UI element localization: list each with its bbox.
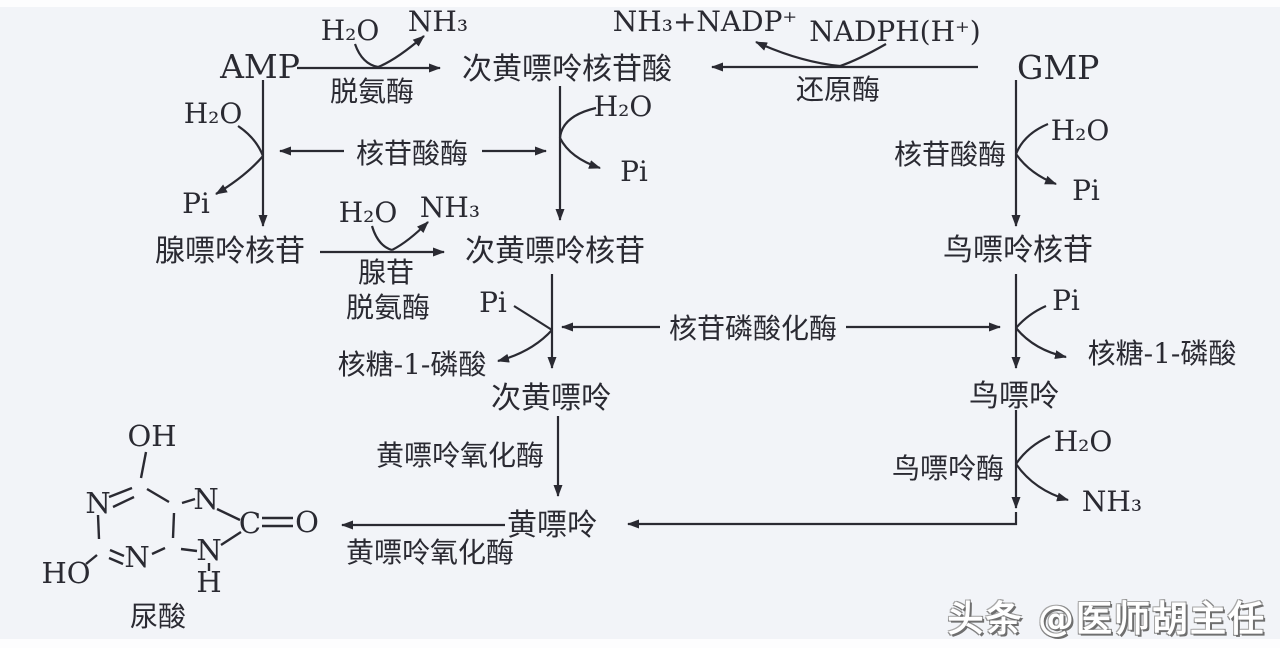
atom-n9: N <box>196 533 221 567</box>
nucleotidase-left-label: 核苷酸酶 <box>279 137 547 170</box>
label-adenosine: 腺嘌呤核苷 <box>155 234 305 269</box>
bond-c5-c4 <box>171 512 176 539</box>
bond-n3-c2-b <box>108 556 124 566</box>
label-ribose-1-phosphate: 核糖-1-磷酸 <box>1088 337 1237 370</box>
label-inosine: 次黄嘌呤核苷 <box>465 234 645 269</box>
label-xanthine: 黄嘌呤 <box>507 508 597 543</box>
label-hypoxanthine: 次黄嘌呤 <box>491 381 611 416</box>
reaction-xanthine-oxidation: 黄嘌呤氧化酶 <box>341 520 514 569</box>
reaction-adenosine-deamination: 腺嘌呤核苷 H₂O NH₃ 腺苷 脱氨酶 <box>155 191 480 324</box>
bond-n1-c6-b <box>112 495 135 509</box>
curve-ribose-out <box>1015 327 1067 360</box>
arrow-guanine-to-xanthine <box>627 512 1018 529</box>
curve-nh3-out <box>1015 463 1069 502</box>
label-guanase: 鸟嘌呤酶 <box>892 452 1004 485</box>
label-nucleoside-phosphorylase: 核苷磷酸化酶 <box>669 312 837 345</box>
curve-nadp-out <box>755 40 841 68</box>
bond-oh-c6 <box>139 451 148 479</box>
label-ribose-1-phosphate: 核糖-1-磷酸 <box>338 348 487 381</box>
atom-n7: N <box>193 482 218 516</box>
reaction-imp-nucleotidase: H₂O Pi <box>555 86 653 221</box>
curve-pi-out <box>1015 153 1057 186</box>
label-guanine: 鸟嘌呤 <box>969 379 1059 414</box>
reaction-guanosine-phosphorolysis: Pi 核糖-1-磷酸 <box>1011 274 1237 370</box>
label-adenosine-deaminase-2: 脱氨酶 <box>346 291 430 324</box>
atom-o: O <box>295 505 319 539</box>
label-nh3: NH₃ <box>420 191 480 224</box>
label-h2o: H₂O <box>1051 114 1110 147</box>
bond-n9-c4 <box>180 547 198 553</box>
reaction-amp-deamination: AMP H₂O NH₃ 脱氨酶 <box>219 5 468 108</box>
atom-n3: N <box>124 540 149 574</box>
label-uric-acid: 尿酸 <box>130 600 186 633</box>
curve-nadph-in <box>839 43 887 68</box>
label-gmp: GMP <box>1017 48 1099 87</box>
curve-h2o-in <box>237 125 265 157</box>
reaction-inosine-phosphorolysis: Pi 核糖-1-磷酸 <box>338 274 557 381</box>
curve-ribose-out <box>497 329 553 363</box>
atom-h: H <box>196 565 221 599</box>
label-nh3: NH₃ <box>408 5 468 38</box>
curve-pi-out <box>215 155 264 195</box>
label-reductase: 还原酶 <box>796 73 880 106</box>
label-nucleotidase: 核苷酸酶 <box>894 138 1006 171</box>
label-nh3: NH₃ <box>1082 485 1142 518</box>
curve-pi-out <box>559 137 601 170</box>
reaction-guanine-deamination: 鸟嘌呤酶 H₂O NH₃ <box>627 410 1142 529</box>
bond-c5-n7 <box>181 497 196 505</box>
curve-h2o-in <box>370 225 393 252</box>
curve-h2o-in <box>353 43 379 69</box>
bond-c4-n3 <box>151 546 166 556</box>
bond-c8-n9 <box>220 530 242 547</box>
curve-h2o-in <box>558 106 597 139</box>
label-h2o: H₂O <box>594 90 653 123</box>
atom-ho: HO <box>41 556 90 590</box>
label-xanthine-oxidase-upper: 黄嘌呤氧化酶 <box>376 439 544 472</box>
label-h2o: H₂O <box>321 14 380 47</box>
atom-oh: OH <box>127 419 176 453</box>
curve-nh3-out <box>377 35 425 69</box>
reaction-amp-nucleotidase: H₂O Pi <box>182 80 268 227</box>
label-deaminase: 脱氨酶 <box>330 75 414 108</box>
label-h2o: H₂O <box>184 97 243 130</box>
label-nadph: NADPH(H⁺) <box>809 15 980 48</box>
label-guanosine: 鸟嘌呤核苷 <box>943 233 1093 268</box>
label-pi: Pi <box>1052 284 1080 317</box>
label-xanthine-oxidase-lower: 黄嘌呤氧化酶 <box>346 536 514 569</box>
label-nh3-nadp: NH₃+NADP⁺ <box>613 5 797 38</box>
curve-pi-in <box>1015 304 1047 329</box>
label-pi: Pi <box>182 187 210 220</box>
bond-n1-c6-a <box>108 486 133 499</box>
label-pi: Pi <box>1072 174 1100 207</box>
bond-c6-c5 <box>146 487 170 504</box>
reaction-gmp-reduction: NH₃+NADP⁺ NADPH(H⁺) GMP 还原酶 <box>613 5 1100 106</box>
label-pi: Pi <box>620 155 648 188</box>
atom-c8: C <box>239 506 261 540</box>
label-h2o: H₂O <box>339 196 398 229</box>
bond-n3-c2-a <box>109 548 125 558</box>
watermark: 头条 @医师胡主任 <box>947 599 1266 640</box>
curve-h2o-in <box>1015 434 1051 465</box>
label-pi: Pi <box>479 286 507 319</box>
curve-nh3-out <box>391 221 429 251</box>
nucleoside-phosphorylase-label: 核苷磷酸化酶 <box>561 312 1001 345</box>
label-nucleotidase: 核苷酸酶 <box>356 137 468 170</box>
bond-c2-n1 <box>96 514 101 540</box>
curve-h2o-in <box>1014 122 1049 155</box>
curve-pi-in <box>513 305 553 331</box>
bond-c2-oh <box>85 554 98 565</box>
label-adenosine-deaminase-1: 腺苷 <box>358 256 414 289</box>
reaction-hypoxanthine-oxidation: 黄嘌呤氧化酶 <box>376 416 563 497</box>
label-h2o: H₂O <box>1054 425 1113 458</box>
label-imp: 次黄嘌呤核苷酸 <box>462 52 672 87</box>
label-amp: AMP <box>219 47 300 86</box>
reaction-gmp-nucleotidase: 核苷酸酶 H₂O Pi <box>894 80 1110 227</box>
uric-acid-structure: OH N HO N N C N H O 尿酸 <box>41 419 318 633</box>
atom-n1: N <box>85 486 110 520</box>
bond-n7-c8 <box>216 507 241 522</box>
